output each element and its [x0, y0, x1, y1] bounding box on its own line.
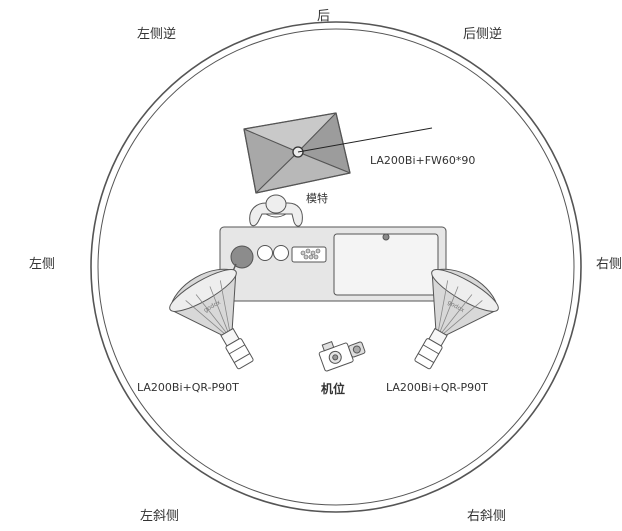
stage-inner-ring	[97, 28, 575, 506]
table-set	[219, 226, 447, 302]
back-light-pointer	[297, 127, 433, 153]
label-back-right: 后侧逆	[463, 27, 503, 42]
label-back-left: 左侧逆	[137, 27, 177, 42]
model-figure	[249, 194, 303, 227]
camera-icon	[318, 341, 366, 372]
label-left: 左侧	[29, 257, 56, 272]
label-model: 模特	[306, 192, 328, 205]
label-right-light: LA200Bi+QR-P90T	[386, 381, 488, 394]
label-camera: 机位	[321, 382, 346, 396]
label-right: 右侧	[596, 257, 622, 272]
label-back-light: LA200Bi+FW60*90	[370, 154, 476, 167]
label-left-light: LA200Bi+QR-P90T	[137, 381, 239, 394]
back-softbox	[243, 112, 351, 194]
label-front-left: 左斜侧	[140, 509, 180, 524]
right-light-softbox: godox	[414, 268, 499, 370]
stage-outer-ring	[90, 21, 582, 513]
left-light-softbox: godox	[169, 268, 254, 370]
label-back: 后	[317, 9, 331, 24]
label-front-right: 右斜侧	[467, 509, 507, 524]
